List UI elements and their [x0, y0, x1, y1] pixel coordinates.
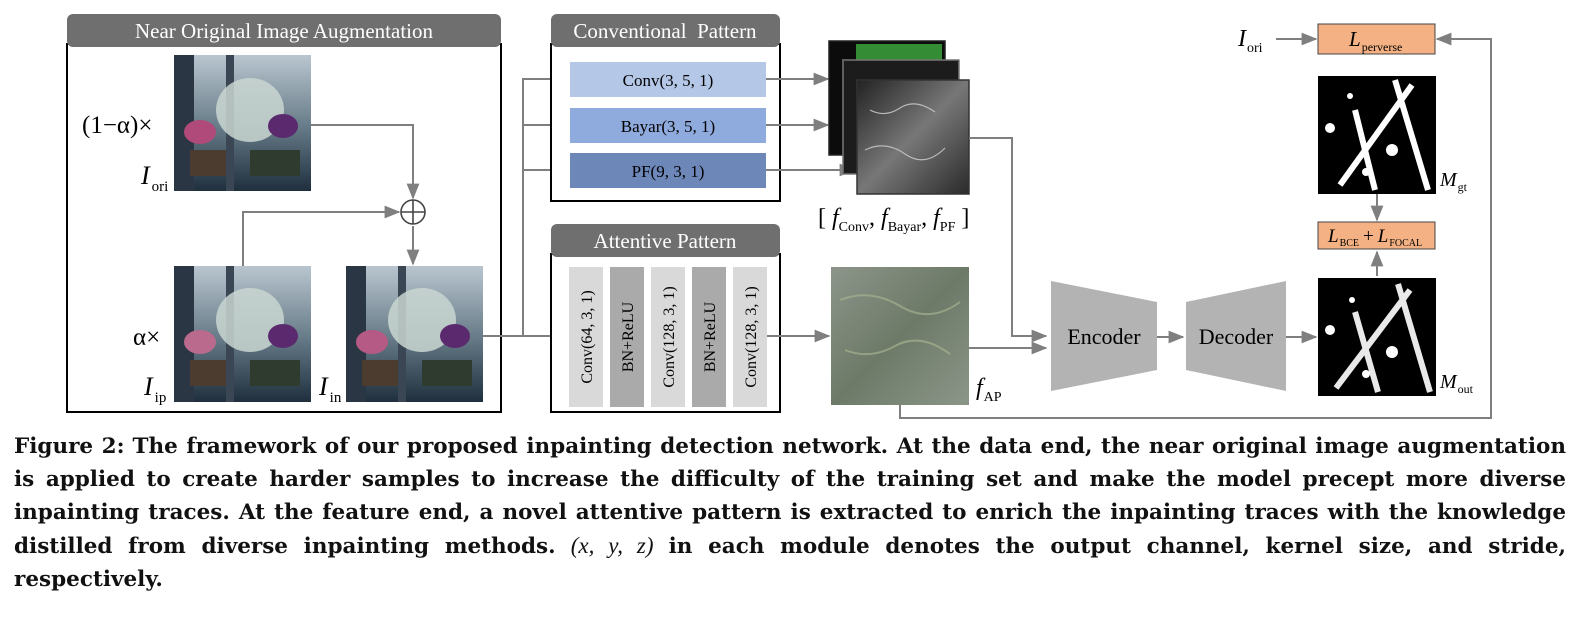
f-set-bracket-open: [ — [818, 205, 826, 231]
sum-node-icon — [400, 199, 426, 225]
ap-layer-bnrelu-2 — [692, 267, 726, 407]
bayar-layer-label: Bayar(3, 5, 1) — [621, 117, 715, 136]
ap-layer-label: Conv(128, 3, 1) — [661, 286, 678, 387]
ap-layer-label: BN+ReLU — [620, 301, 637, 372]
caption-tail: in each module denotes the output channe… — [14, 534, 1566, 592]
augmentation-panel-title: Near Original Image Augmentation — [135, 19, 433, 43]
one-minus-alpha-label: (1−α)× — [82, 112, 152, 139]
figure-caption: Figure 2: The framework of our proposed … — [14, 430, 1566, 596]
pf-layer-box — [570, 153, 766, 188]
photo-original — [174, 55, 311, 191]
f-set-label: [fConv,fBayar,fPF] — [818, 205, 969, 235]
ap-layer-label: Conv(128, 3, 1) — [743, 286, 760, 387]
mask-ground-truth — [1318, 76, 1436, 194]
i-ori-right-label: Iori — [1237, 26, 1263, 56]
ap-layer-label: Conv(64, 3, 1) — [579, 290, 596, 383]
ap-layer-conv128-1 — [651, 267, 685, 407]
loss-perverse-label: Lperverse — [1348, 27, 1402, 54]
ap-layer-conv64 — [569, 267, 603, 407]
pf-layer-label: PF(9, 3, 1) — [632, 162, 705, 181]
decoder-label: Decoder — [1199, 324, 1274, 349]
decoder-block: Decoder — [1186, 281, 1286, 391]
attentive-panel-header — [551, 224, 780, 257]
ap-layer-conv128-2 — [733, 267, 767, 407]
conventional-feature-maps — [828, 40, 970, 195]
m-out-label: Mout — [1439, 371, 1474, 396]
caption-math: (x, y, z) — [570, 533, 654, 558]
photo-inpainted — [174, 266, 311, 402]
loss-arrows — [899, 32, 1492, 419]
attentive-feature-map — [831, 267, 969, 405]
alpha-label: α× — [133, 324, 160, 351]
encoder-label: Encoder — [1067, 324, 1141, 349]
caption-text: The framework of our proposed inpainting… — [14, 434, 1567, 559]
encoder-input-arrows — [969, 137, 1048, 355]
attentive-panel: Attentive Pattern Conv(64, 3, 1) BN+ReLU… — [550, 224, 781, 413]
conventional-panel-header — [551, 14, 780, 47]
conventional-output-arrows — [766, 72, 856, 177]
conventional-panel-title: Conventional Pattern — [573, 19, 757, 43]
figure-label: Figure 2: — [14, 434, 125, 459]
loss-bce-focal: LBCE+LFOCAL — [1317, 221, 1436, 250]
loss-perverse: Lperverse — [1317, 23, 1436, 55]
encoder-block: Encoder — [1051, 281, 1157, 391]
f-ap-label: fAP — [976, 375, 1002, 405]
augmentation-panel-header — [67, 14, 501, 47]
loss-bce-focal-label: LBCE+LFOCAL — [1327, 226, 1422, 249]
ap-layer-label: BN+ReLU — [702, 301, 719, 372]
bayar-layer-box — [570, 108, 766, 143]
photo-input — [346, 266, 483, 402]
attentive-panel-title: Attentive Pattern — [594, 229, 737, 253]
augmentation-arrows — [242, 124, 420, 266]
conventional-panel: Conventional Pattern Conv(3, 5, 1) Bayar… — [550, 14, 781, 202]
conv-layer-box — [570, 62, 766, 97]
conv-layer-label: Conv(3, 5, 1) — [623, 71, 714, 90]
m-gt-label: Mgt — [1439, 169, 1468, 194]
framework-diagram: Near Original Image Augmentation (1−α)× … — [66, 14, 1492, 419]
mask-output — [1318, 278, 1436, 396]
ap-layer-bnrelu-1 — [610, 267, 644, 407]
